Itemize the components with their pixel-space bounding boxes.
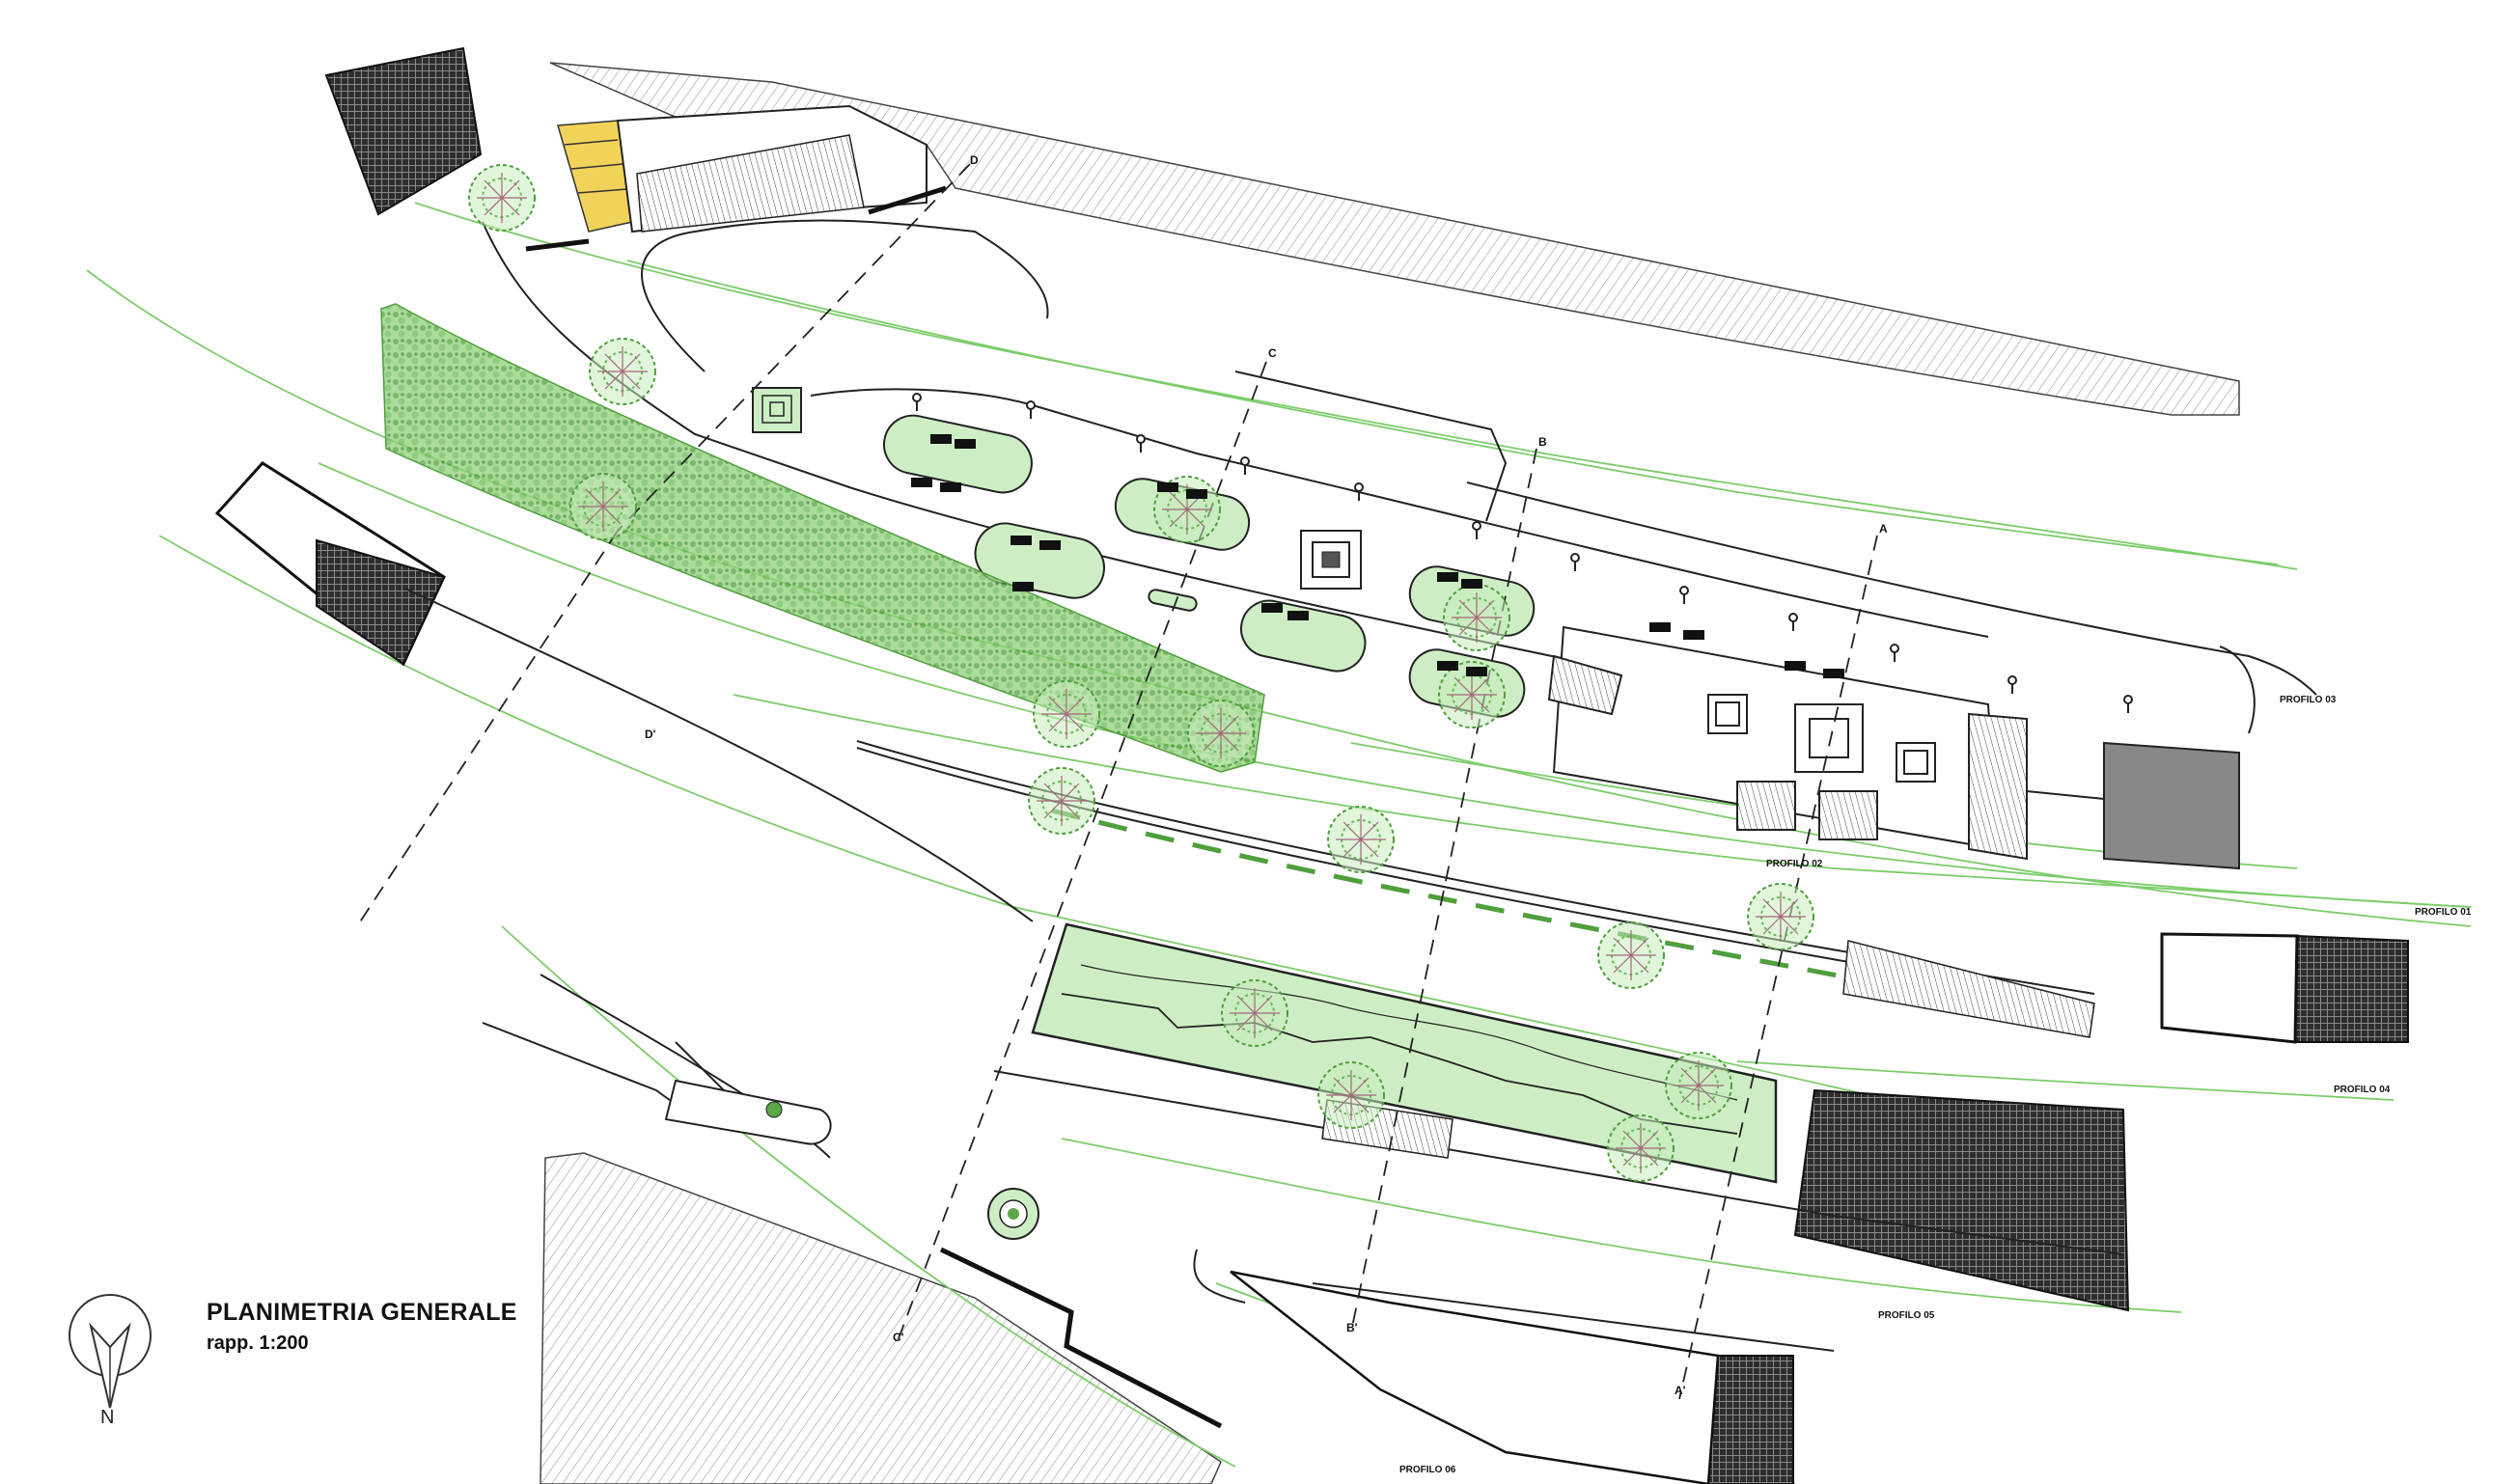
profile-label-01: PROFILO 01 [2415, 907, 2472, 918]
building-left-roof [316, 538, 446, 666]
section-lines [356, 163, 1878, 1400]
section-mark-c2: C' [893, 1331, 904, 1344]
building-roof-northwest [324, 46, 483, 216]
building-roof-far-east [2293, 934, 2409, 1043]
profile-label-03: PROFILO 03 [2280, 695, 2337, 705]
section-mark-labels: D C B A D' C' B' A' [645, 153, 1888, 1397]
hatched-slope-top [549, 62, 2240, 416]
east-building-complex [1547, 625, 2240, 870]
section-mark-b2: B' [1346, 1321, 1358, 1334]
curb-lines [525, 185, 1223, 1429]
profile-labels: PROFILO 01 PROFILO 02 PROFILO 03 PROFILO… [1399, 695, 2472, 1475]
island-shrub [765, 1101, 783, 1118]
profile-label-06: PROFILO 06 [1399, 1465, 1456, 1475]
building-south [1230, 1270, 1720, 1484]
section-mark-a2: A' [1675, 1384, 1686, 1397]
section-mark-a: A [1879, 522, 1888, 536]
lower-park-paths-2 [1080, 964, 1738, 1101]
drawing-scale: rapp. 1:200 [207, 1333, 309, 1354]
building-far-east [2160, 932, 2299, 1044]
profile-label-02: PROFILO 02 [1766, 859, 1823, 869]
road-lines [404, 588, 2124, 1352]
section-mark-b: B [1538, 435, 1547, 449]
compass-icon [69, 1294, 152, 1409]
profile-label-05: PROFILO 05 [1878, 1310, 1935, 1321]
lower-park [1031, 922, 1778, 1184]
title-block: PLANIMETRIA GENERALE rapp. 1:200 [207, 1299, 517, 1355]
north-arrow: N [64, 1287, 156, 1442]
drawing-title: PLANIMETRIA GENERALE [207, 1299, 517, 1326]
stairs-east-ramp [1842, 940, 2095, 1038]
hatched-slope-bottom [540, 1152, 1222, 1484]
north-label: N [100, 1407, 115, 1428]
upper-plaza-stairs [636, 134, 865, 233]
monument-center [1300, 530, 1362, 590]
lower-park-paths [1061, 993, 1738, 1135]
roundabout [987, 1188, 1039, 1240]
section-mark-c: C [1268, 346, 1277, 360]
building-roof-south [1706, 1355, 1794, 1484]
section-mark-d2: D' [645, 728, 656, 741]
parking-area [557, 120, 633, 233]
traffic-island [664, 1079, 832, 1145]
vegetation-band [380, 303, 1265, 773]
section-mark-d: D [970, 153, 979, 167]
building-roof-east [1793, 1088, 2130, 1312]
monument-west [752, 387, 802, 433]
profile-label-04: PROFILO 04 [2334, 1085, 2391, 1095]
